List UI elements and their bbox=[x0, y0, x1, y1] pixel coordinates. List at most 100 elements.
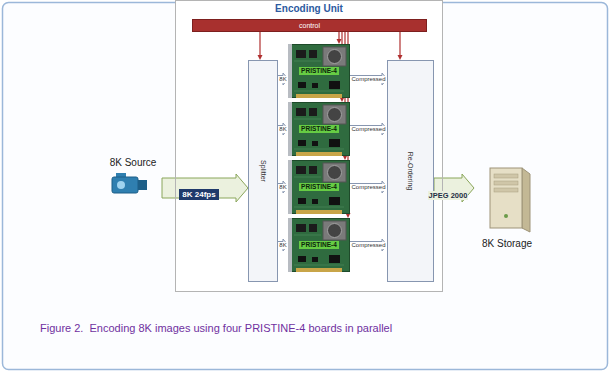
drive-bay bbox=[494, 174, 518, 178]
edge-label: Compressed bbox=[350, 76, 386, 83]
control-bus: control bbox=[192, 19, 427, 32]
block-arrow bbox=[278, 239, 288, 251]
heatsink bbox=[323, 47, 346, 66]
box-label: Splitter bbox=[259, 160, 267, 182]
edge-label-holder: Compressed bbox=[350, 67, 386, 85]
panel-title: Encoding Unit bbox=[275, 3, 343, 15]
panel-ground bbox=[175, 0, 443, 292]
edge-label-holder: Compressed bbox=[350, 175, 386, 193]
caption-holder: Figure 2. Encoding 8K images using four … bbox=[40, 318, 392, 336]
chip bbox=[312, 257, 318, 262]
heatsink bbox=[323, 163, 346, 182]
stream-arrow bbox=[278, 73, 288, 85]
drive-bay bbox=[494, 181, 518, 185]
chip bbox=[329, 197, 340, 205]
chip bbox=[329, 139, 340, 147]
heatsink bbox=[323, 221, 346, 240]
chip bbox=[298, 198, 306, 204]
pcb bbox=[289, 219, 350, 272]
encoding-unit-panel: Encoding UnitcontrolSplitterPRISTINE-4PR… bbox=[175, 0, 443, 292]
camera-lens bbox=[138, 180, 147, 190]
heatsink bbox=[323, 105, 346, 124]
edge-label: 8K bbox=[278, 126, 287, 133]
compressed-arrow bbox=[350, 73, 387, 85]
box-label: Re-Ordering bbox=[406, 152, 414, 191]
board-label: PRISTINE-4 bbox=[299, 241, 339, 249]
chip bbox=[309, 224, 317, 232]
figure-caption: Figure 2. Encoding 8K images using four … bbox=[40, 322, 392, 334]
encoder-board: PRISTINE-4 bbox=[288, 160, 350, 214]
camera-reel bbox=[117, 181, 125, 189]
camera-top bbox=[116, 173, 126, 177]
edge-label-holder: Compressed bbox=[350, 233, 386, 251]
chip bbox=[296, 50, 306, 58]
fan bbox=[328, 108, 342, 122]
bracket bbox=[288, 218, 292, 272]
pcb bbox=[289, 45, 350, 98]
server-front bbox=[490, 168, 522, 228]
bracket bbox=[288, 44, 292, 98]
control-line bbox=[398, 32, 403, 60]
arrow-head bbox=[337, 39, 342, 44]
block-arrow bbox=[278, 73, 288, 85]
bracket bbox=[288, 102, 292, 156]
trace bbox=[294, 91, 344, 92]
edge-label: 8K bbox=[278, 184, 287, 191]
edge-label: JPEG 2000 bbox=[428, 191, 469, 200]
chip bbox=[298, 140, 306, 146]
block-arrow bbox=[278, 123, 288, 135]
chip bbox=[312, 141, 318, 146]
edge-label: 8K bbox=[278, 76, 287, 83]
camera-body bbox=[112, 177, 138, 193]
stream-arrow bbox=[278, 123, 288, 135]
chip bbox=[309, 108, 317, 116]
power-light bbox=[504, 214, 508, 218]
edge-label: Compressed bbox=[350, 242, 386, 249]
block-arrow bbox=[350, 181, 387, 193]
edge-label-holder: 8K 24fps bbox=[179, 183, 218, 201]
board-label: PRISTINE-4 bbox=[299, 183, 339, 191]
compressed-arrow bbox=[350, 123, 387, 135]
encoder-board: PRISTINE-4 bbox=[288, 44, 350, 98]
fan bbox=[328, 224, 342, 238]
edge-label: Compressed bbox=[350, 184, 386, 191]
chip bbox=[312, 199, 318, 204]
pcb bbox=[289, 161, 350, 214]
edge-label-holder: 8K bbox=[278, 67, 287, 85]
edge-label-holder: 8K bbox=[278, 117, 287, 135]
server-side bbox=[522, 168, 530, 232]
trace bbox=[294, 177, 321, 178]
chip bbox=[329, 255, 340, 263]
block-arrow bbox=[350, 73, 387, 85]
fan bbox=[328, 50, 342, 64]
edge-connector bbox=[296, 152, 342, 156]
wire bbox=[338, 32, 339, 39]
edge-label-holder: 8K bbox=[278, 175, 287, 193]
chip bbox=[309, 166, 317, 174]
edge-label: 8K bbox=[278, 242, 287, 249]
compressed-arrow bbox=[350, 181, 387, 193]
drive-bay bbox=[494, 188, 518, 192]
chip bbox=[296, 108, 306, 116]
control-line bbox=[337, 32, 342, 44]
edge-label: 8K 24fps bbox=[179, 189, 218, 200]
stream-arrow bbox=[278, 239, 288, 251]
encoder-board: PRISTINE-4 bbox=[288, 102, 350, 156]
trace bbox=[294, 119, 321, 120]
trace bbox=[294, 207, 344, 208]
trace bbox=[294, 235, 321, 236]
chip bbox=[312, 83, 318, 88]
encoder-board: PRISTINE-4 bbox=[288, 218, 350, 272]
block-arrow bbox=[278, 181, 288, 193]
wire bbox=[259, 32, 260, 55]
chip bbox=[296, 224, 306, 232]
trace bbox=[294, 61, 321, 62]
node-art bbox=[474, 166, 540, 250]
edge-connector bbox=[296, 210, 342, 214]
ordering-box: Re-Ordering bbox=[387, 60, 434, 282]
fan bbox=[328, 166, 342, 180]
source-label: 8K Source bbox=[110, 157, 157, 169]
trace bbox=[294, 149, 344, 150]
chip bbox=[309, 50, 317, 58]
